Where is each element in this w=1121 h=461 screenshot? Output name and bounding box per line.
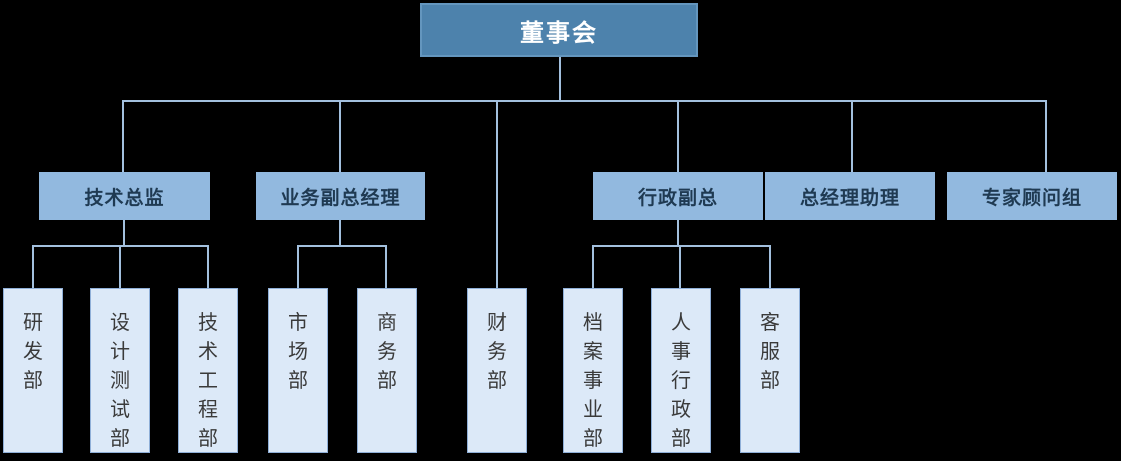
node-tech-director: 技术总监 (39, 172, 210, 220)
node-business-deputy-gm-label: 业务副总经理 (280, 187, 401, 209)
node-hr-admin-dept: 人事行政部 (651, 288, 711, 453)
connector-main-bus (122, 100, 1047, 102)
node-commerce-dept: 商务部 (357, 288, 417, 453)
node-business-deputy-gm: 业务副总经理 (256, 172, 425, 220)
node-customer-service-dept: 客服部 (740, 288, 800, 453)
node-design-test-dept: 设计测试部 (90, 288, 150, 453)
node-admin-deputy: 行政副总 (593, 172, 763, 220)
node-expert-advisors: 专家顾问组 (947, 172, 1117, 220)
connector-drop-service (769, 245, 771, 288)
connector-drop-eng (207, 245, 209, 288)
connector-drop-marketing (297, 245, 299, 288)
node-customer-service-dept-label: 客服部 (760, 312, 780, 392)
connector-stub-tech (123, 220, 125, 247)
node-admin-deputy-label: 行政副总 (637, 187, 718, 209)
connector-bus-admin (592, 245, 771, 247)
node-finance-dept: 财务部 (467, 288, 527, 453)
node-rd-dept: 研发部 (3, 288, 63, 453)
node-expert-advisors-label: 专家顾问组 (981, 187, 1082, 209)
node-marketing-dept-label: 市场部 (288, 312, 308, 392)
node-board: 董事会 (420, 3, 698, 57)
node-tech-director-label: 技术总监 (84, 187, 165, 209)
node-marketing-dept: 市场部 (268, 288, 328, 453)
connector-bus-business (297, 245, 387, 247)
node-board-label: 董事会 (520, 19, 598, 47)
connector-stub-business (339, 220, 341, 247)
node-gm-assistant: 总经理助理 (765, 172, 935, 220)
connector-drop-commerce (385, 245, 387, 288)
node-tech-engineering-dept-label: 技术工程部 (198, 312, 218, 450)
connector-root-riser (559, 53, 561, 101)
node-archives-division: 档案事业部 (563, 288, 623, 453)
connector-drop-tech (122, 100, 124, 172)
node-rd-dept-label: 研发部 (23, 312, 43, 392)
connector-drop-rd (32, 245, 34, 288)
node-design-test-dept-label: 设计测试部 (110, 312, 130, 450)
connector-drop-archives (592, 245, 594, 288)
connector-drop-design (119, 245, 121, 288)
node-gm-assistant-label: 总经理助理 (799, 187, 900, 209)
node-tech-engineering-dept: 技术工程部 (178, 288, 238, 453)
connector-drop-admin (677, 100, 679, 172)
connector-drop-business (339, 100, 341, 172)
connector-drop-experts (1045, 100, 1047, 172)
connector-stub-admin (677, 220, 679, 247)
connector-drop-hr (679, 245, 681, 288)
connector-drop-assistant (851, 100, 853, 172)
node-finance-dept-label: 财务部 (487, 312, 507, 392)
node-commerce-dept-label: 商务部 (377, 312, 397, 392)
connector-drop-finance (496, 100, 498, 288)
node-hr-admin-dept-label: 人事行政部 (671, 312, 691, 450)
node-archives-division-label: 档案事业部 (583, 312, 603, 450)
